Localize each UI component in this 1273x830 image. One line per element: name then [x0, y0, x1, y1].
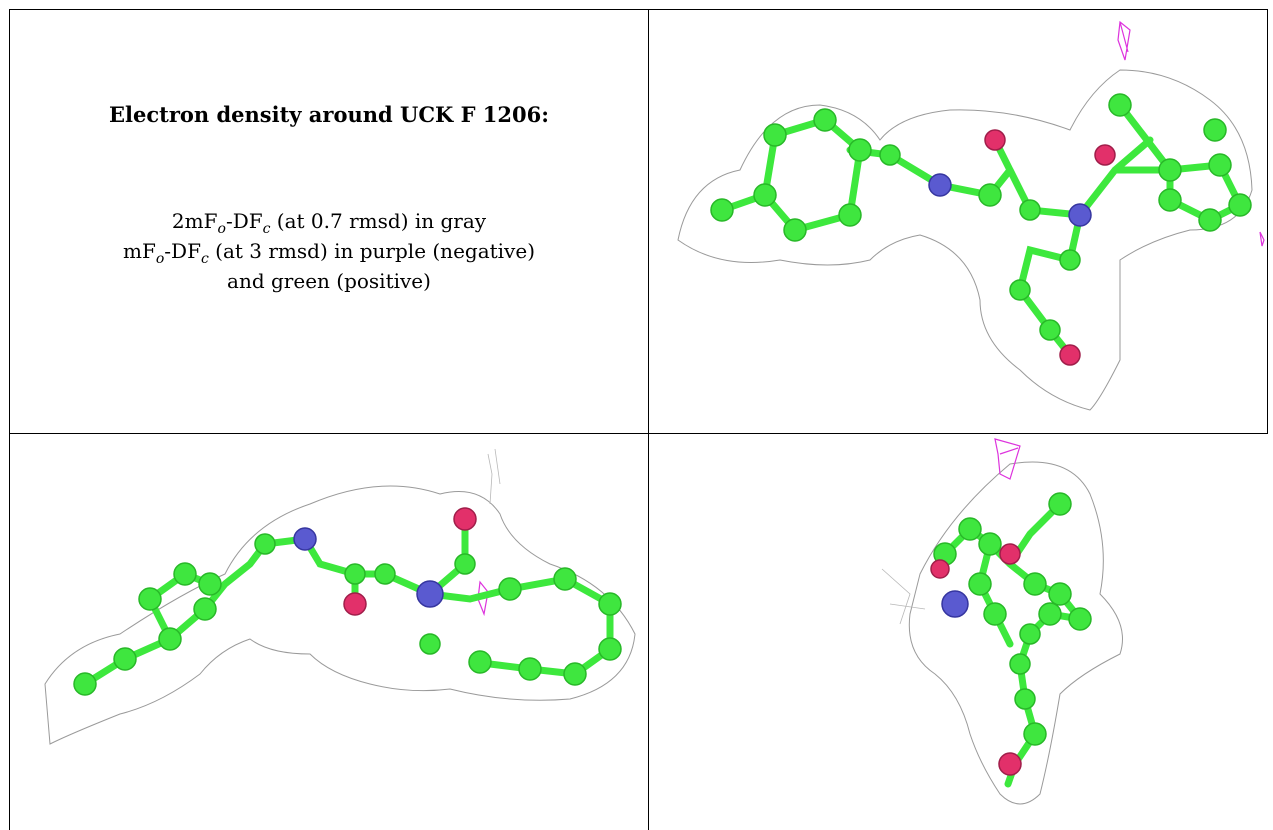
map-legend: 2mFo-DFc (at 0.7 rmsd) in gray mFo-DFc (… — [10, 206, 648, 296]
table-border-middle — [648, 9, 649, 830]
density-mesh-strands — [881, 568, 926, 625]
density-mesh — [908, 461, 1123, 805]
density-mesh — [677, 69, 1253, 411]
negative-density-blob — [994, 438, 1021, 480]
density-render-1 — [677, 20, 1265, 411]
caption-cell: Electron density around UCK F 1206: 2mFo… — [10, 10, 648, 434]
table-border-left — [9, 9, 10, 830]
table-border-top — [9, 9, 1268, 10]
density-render-3 — [881, 438, 1123, 805]
negative-density-blob — [1259, 231, 1265, 247]
legend-line-fofc: mFo-DFc (at 3 rmsd) in purple (negative) — [123, 239, 535, 267]
figure-table — [9, 9, 1268, 830]
figure-title: Electron density around UCK F 1206: — [108, 102, 550, 127]
density-view-bottom-right — [650, 434, 1268, 830]
legend-line-positive: and green (positive) — [227, 269, 431, 293]
ligand-model — [930, 492, 1092, 788]
density-view-bottom-left — [10, 434, 648, 830]
density-mesh — [44, 485, 636, 745]
legend-line-2fofc: 2mFo-DFc (at 0.7 rmsd) in gray — [171, 209, 487, 237]
density-view-top-right — [650, 10, 1268, 434]
density-render-2 — [44, 448, 636, 745]
table-border-right — [1267, 9, 1268, 434]
ligand-model — [710, 93, 1252, 366]
density-mesh-spike — [487, 448, 501, 505]
ligand-model — [73, 507, 622, 696]
negative-density-blob — [1117, 20, 1131, 61]
table-border-row-divider — [9, 433, 1268, 434]
